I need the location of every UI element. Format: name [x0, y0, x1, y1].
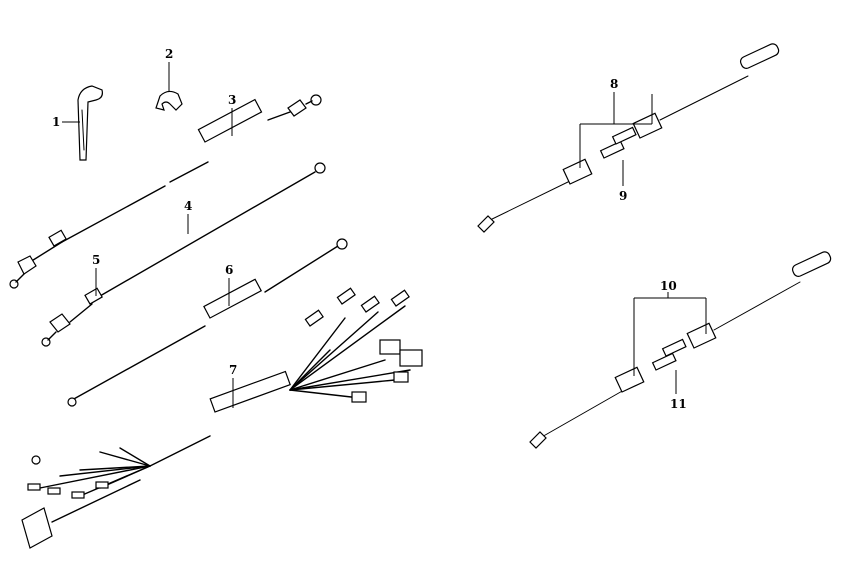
- part-10-fuse-holder-lower[interactable]: [529, 250, 832, 449]
- callout-9: 9: [619, 189, 627, 203]
- part-1-cable-tie[interactable]: [77, 85, 103, 161]
- part-11-fuse-lower[interactable]: [651, 338, 687, 371]
- part-7-main-harness[interactable]: [21, 287, 423, 549]
- part-8-fuse-holder-upper[interactable]: [477, 42, 780, 233]
- callout-2: 2: [165, 47, 173, 61]
- callout-3: 3: [228, 93, 236, 107]
- callout-8: 8: [610, 77, 618, 91]
- callout-6: 6: [225, 263, 233, 277]
- part-2-clamp[interactable]: [155, 90, 183, 111]
- part-6-ground-cable[interactable]: [67, 238, 348, 407]
- callout-7: 7: [229, 363, 237, 377]
- callout-11: 11: [670, 397, 687, 411]
- callout-5: 5: [92, 253, 100, 267]
- part-3-cable[interactable]: [61, 94, 322, 243]
- callout-10: 10: [660, 279, 677, 293]
- callout-4: 4: [184, 199, 192, 213]
- part-5-terminal-cap[interactable]: [41, 287, 103, 347]
- part-9-fuse-upper[interactable]: [599, 126, 637, 159]
- callout-1: 1: [52, 115, 60, 129]
- part-4-battery-cable[interactable]: [9, 162, 326, 297]
